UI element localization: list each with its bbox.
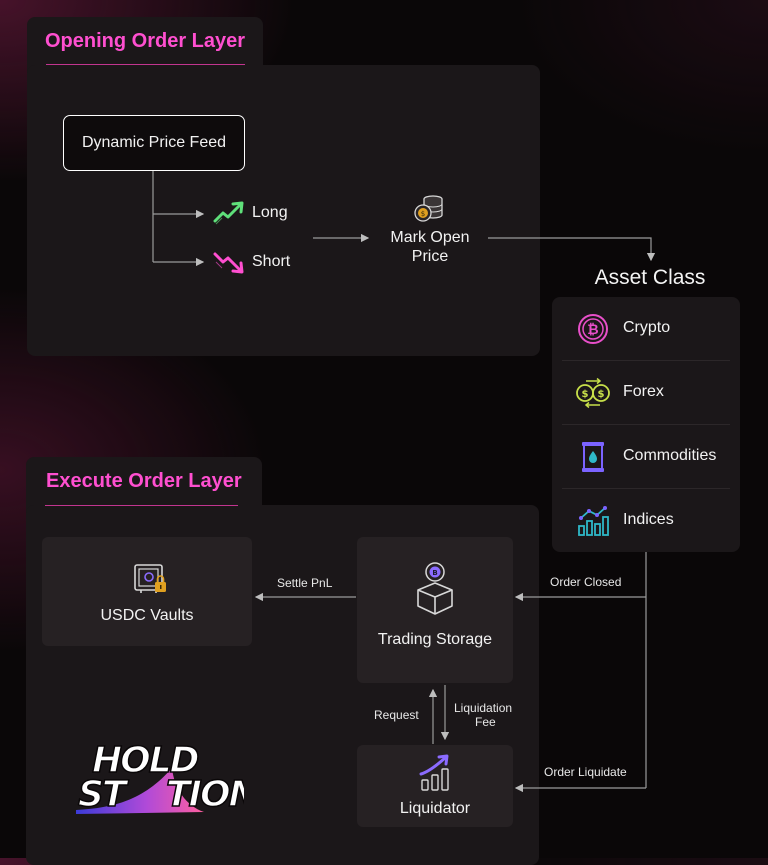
vault-safe-icon xyxy=(132,561,168,597)
holdstation-logo: HOLD ST TION xyxy=(74,738,261,818)
order-liquidate-label: Order Liquidate xyxy=(544,765,627,779)
dynamic-price-feed-label: Dynamic Price Feed xyxy=(81,134,227,151)
oil-barrel-icon xyxy=(579,440,607,474)
svg-text:TION: TION xyxy=(166,774,244,815)
bitcoin-icon: ₿ xyxy=(577,313,609,345)
asset-divider xyxy=(562,488,730,489)
trend-up-icon xyxy=(213,201,245,225)
trading-storage-node: B Trading Storage xyxy=(357,537,513,683)
svg-text:$: $ xyxy=(598,389,605,400)
svg-text:HOLD: HOLD xyxy=(92,740,199,781)
coin-stack-icon: $ xyxy=(413,193,445,223)
asset-label-indices: Indices xyxy=(623,511,674,528)
svg-text:B: B xyxy=(432,569,437,577)
rising-bars-icon xyxy=(418,754,452,792)
asset-item-indices: Indices xyxy=(552,489,740,553)
mark-open-price-line1: Mark Open xyxy=(390,229,470,246)
asset-item-commodities: Commodities xyxy=(552,425,740,489)
execute-layer-title: Execute Order Layer xyxy=(46,470,242,492)
trading-storage-label: Trading Storage xyxy=(377,631,493,648)
order-closed-label: Order Closed xyxy=(550,575,622,589)
short-label: Short xyxy=(252,253,291,270)
usdc-vaults-node: USDC Vaults xyxy=(42,537,252,646)
svg-text:$: $ xyxy=(421,210,425,218)
trend-down-icon xyxy=(213,250,245,274)
dynamic-price-feed-node: Dynamic Price Feed xyxy=(63,115,245,171)
asset-divider xyxy=(562,360,730,361)
bar-chart-icon xyxy=(576,504,610,538)
asset-item-crypto: ₿ Crypto xyxy=(552,297,740,361)
liquidation-fee-line1: Liquidation xyxy=(454,701,513,715)
asset-label-commodities: Commodities xyxy=(623,447,717,464)
storage-box-icon: B xyxy=(414,560,456,616)
svg-text:ST: ST xyxy=(78,774,129,815)
opening-layer-underline xyxy=(46,64,245,65)
opening-layer-panel xyxy=(27,65,540,356)
request-label: Request xyxy=(374,708,419,722)
to-asset-class-arrow xyxy=(488,237,656,262)
liquidation-fee-line2: Fee xyxy=(475,715,496,729)
asset-divider xyxy=(562,424,730,425)
liquidator-node: Liquidator xyxy=(357,745,513,827)
long-label: Long xyxy=(252,204,288,221)
mark-open-price-line2: Price xyxy=(411,248,449,265)
currency-exchange-icon: $ $ xyxy=(574,377,612,409)
asset-label-forex: Forex xyxy=(623,383,664,400)
asset-label-crypto: Crypto xyxy=(623,319,671,336)
opening-layer-title: Opening Order Layer xyxy=(45,30,246,52)
asset-item-forex: $ $ Forex xyxy=(552,361,740,425)
asset-class-list: ₿ Crypto $ $ Forex C xyxy=(552,297,740,552)
usdc-vaults-label: USDC Vaults xyxy=(100,607,194,624)
asset-class-title: Asset Class xyxy=(594,266,706,289)
settle-pnl-label: Settle PnL xyxy=(277,576,333,590)
liquidator-label: Liquidator xyxy=(399,800,471,817)
svg-text:₿: ₿ xyxy=(587,322,598,338)
execute-layer-underline xyxy=(45,505,238,506)
svg-text:$: $ xyxy=(582,389,589,400)
